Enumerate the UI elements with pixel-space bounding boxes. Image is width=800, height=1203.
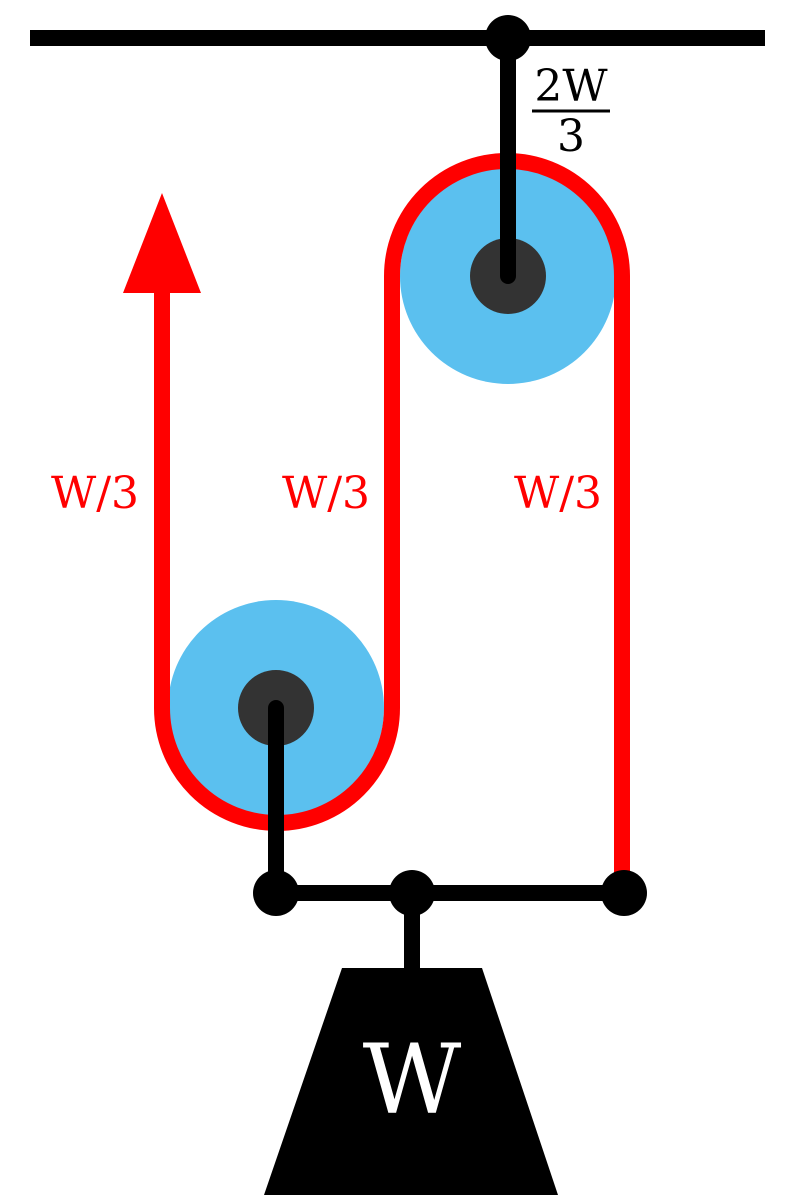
weight-label: W [363, 1024, 462, 1136]
rope [154, 153, 630, 890]
pull-arrow-head [123, 193, 201, 293]
bar-joint-left [253, 870, 299, 916]
weight-block [264, 968, 558, 1195]
bar-joint-right [601, 870, 647, 916]
ceiling-anchor-joint [485, 15, 531, 61]
tension-label-left: W/3 [51, 468, 139, 519]
anchor-force-numerator: 2W [534, 61, 608, 112]
tension-label-right: W/3 [514, 468, 602, 519]
anchor-force-denominator: 3 [557, 111, 585, 162]
tension-label-middle: W/3 [282, 468, 370, 519]
